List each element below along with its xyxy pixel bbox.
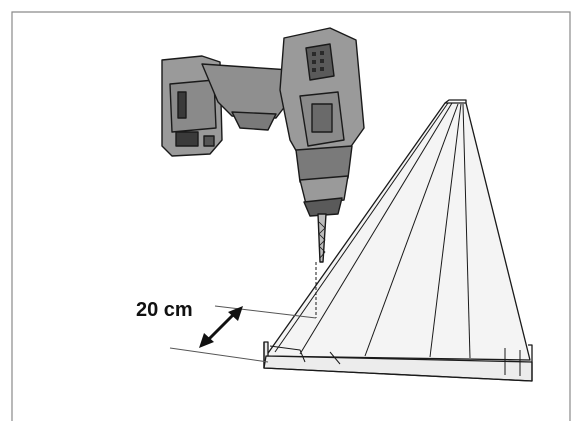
dimension-line-top [214, 305, 317, 319]
distance-label: 20 cm [136, 299, 193, 321]
metal-channel-profile-icon [263, 99, 533, 382]
frame-border [11, 11, 571, 421]
dimension-line-bottom [169, 347, 269, 363]
cordless-drill-icon [161, 27, 365, 263]
double-arrow-icon [199, 306, 243, 348]
